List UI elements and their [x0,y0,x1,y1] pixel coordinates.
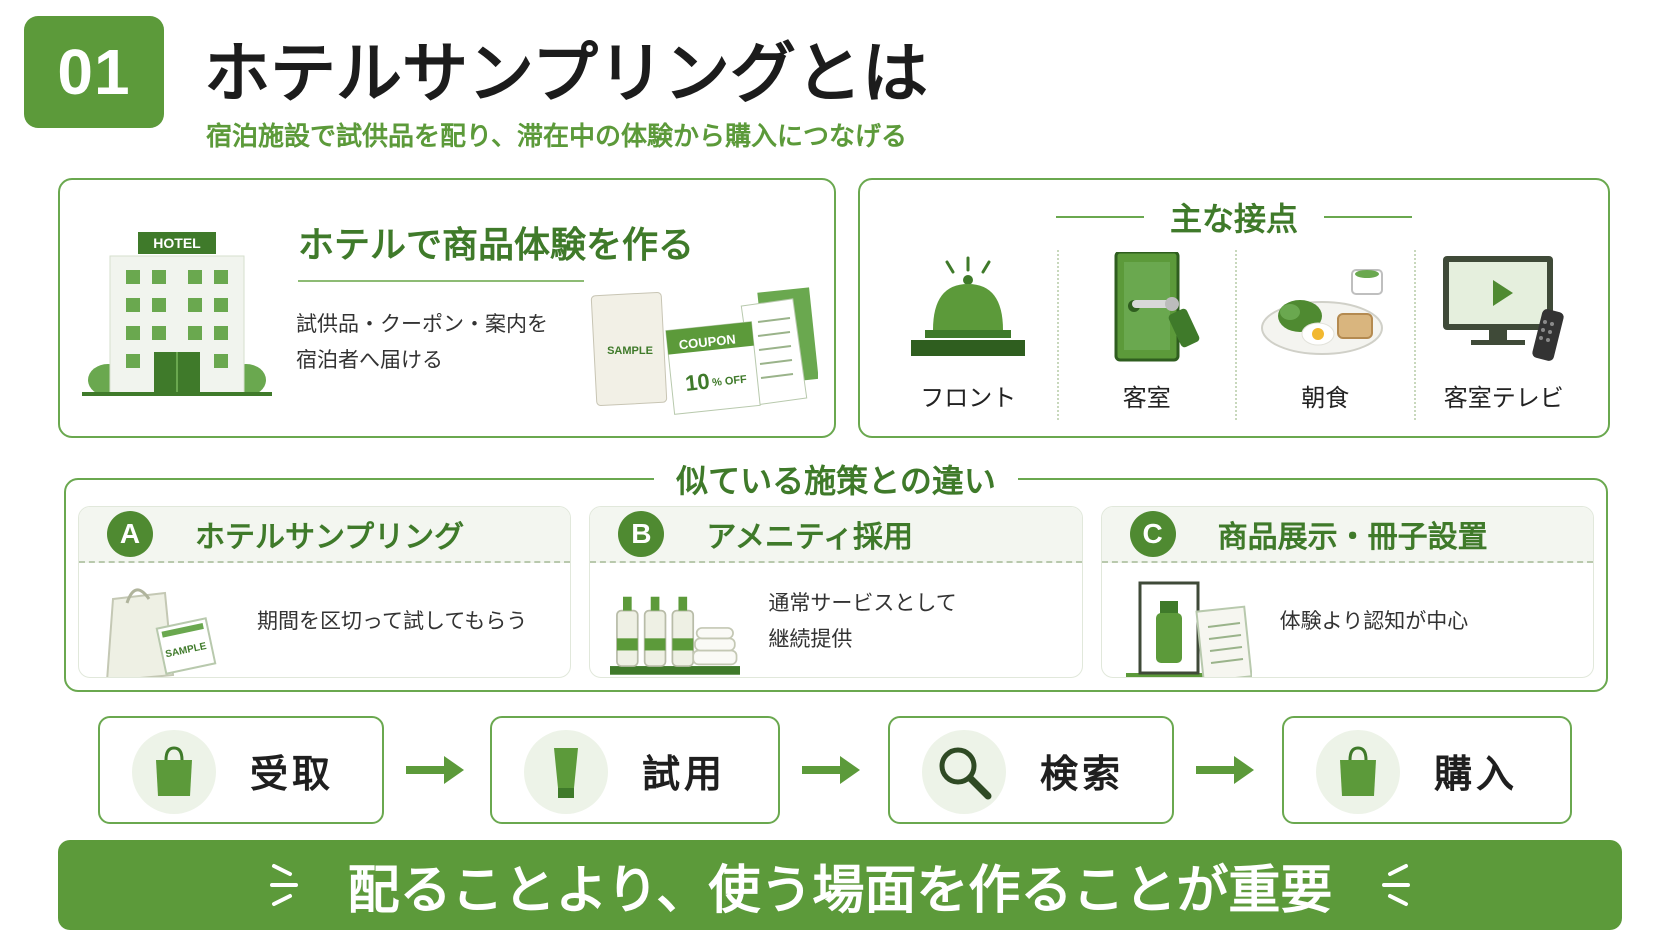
comparison-panel: A ホテルサンプリング SAMPLE 期間を区切って試してもらう B アメニティ… [64,478,1608,692]
card-body: 通常サービスとして 継続提供 [590,565,1081,677]
flow-step-label: 検索 [1040,751,1125,796]
step-icon-circle [922,730,1006,814]
flow-step-try: 試用 [490,716,780,824]
comparison-card-b: B アメニティ採用 通常サービスとして 継続提供 [589,506,1083,678]
card-header: B アメニティ採用 [590,507,1082,563]
touchpoint-room: 客室 [1056,250,1236,420]
touchpoints-title: 主な接点 [1169,200,1298,238]
sample-bag-icon: SAMPLE [106,588,217,677]
comparison-title: 似ている施策との違い [654,456,1018,502]
coupon-unit: % OFF [712,374,748,390]
card-body: SAMPLE 期間を区切って試してもらう [79,565,570,677]
card-description: 通常サービスとして 継続提供 [768,591,957,651]
left-panel-title: ホテルで商品体験を作る [298,225,695,266]
arrow-right-icon [1196,756,1254,784]
card-header: A ホテルサンプリング [79,507,571,563]
touchpoint-label: 客室 [1122,384,1171,412]
tube-icon [554,748,578,798]
left-panel-divider [298,280,584,282]
sample-label: SAMPLE [607,345,653,357]
comparison-header: 似ている施策との違い [0,456,1672,502]
card-title: 商品展示・冊子設置 [1217,520,1488,555]
shopping-bag-icon [156,746,192,796]
section-number: 01 [57,36,131,108]
header-line-left [1055,216,1144,218]
coupon-value: 10 [684,368,711,395]
amenity-bottles-icon [610,596,741,675]
page-title: ホテルサンプリングとは [204,35,929,112]
flow-step-receive: 受取 [98,716,384,824]
sparkle-right-icon [1382,864,1411,906]
hotel-experience-panel: HOTEL ホテルで商品体験を作る 試供品・クーポン・案内を 宿泊者へ届ける S… [58,178,836,438]
search-icon [939,747,992,800]
header-line-right [1324,216,1412,218]
touchpoint-label: 朝食 [1301,384,1350,412]
card-letter-badge: C [1129,511,1176,557]
card-title: アメニティ採用 [706,520,914,555]
key-message-text: 配ることより、使う場面を作ることが重要 [347,860,1333,921]
card-header: C 商品展示・冊子設置 [1101,507,1593,563]
touchpoint-label: 客室テレビ [1443,384,1564,412]
page-subtitle: 宿泊施設で試供品を配り、滞在中の体験から購入につなげる [206,122,907,152]
step-icon-circle [524,730,608,814]
touchpoint-label: フロント [920,384,1017,412]
touchpoint-front: フロント [880,250,1057,420]
coupon-label: COUPON [678,332,736,353]
door-key-icon [1114,252,1200,362]
touchpoint-breakfast: 朝食 [1235,250,1414,420]
card-letter-badge: A [107,511,153,557]
sparkle-left-icon [269,864,298,906]
card-title: ホテルサンプリング [195,520,465,555]
flow-step-search: 検索 [888,716,1174,824]
comparison-card-a: A ホテルサンプリング SAMPLE 期間を区切って試してもらう [78,506,572,678]
bell-icon [911,256,1026,356]
breakfast-icon [1261,269,1384,355]
touchpoint-tv: 客室テレビ [1413,250,1593,420]
card-letter-badge: B [618,511,665,557]
step-icon-circle [132,730,216,814]
flow-step-label: 試用 [642,751,727,796]
arrow-right-icon [802,756,860,784]
card-body: 体験より認知が中心 [1102,565,1593,677]
touchpoints-panel: 主な接点 フロント 客室 [858,178,1610,438]
shopping-bag-icon [1340,746,1376,796]
comparison-cards: A ホテルサンプリング SAMPLE 期間を区切って試してもらう B アメニティ… [78,506,1594,678]
flow-step-label: 購入 [1434,751,1519,796]
hotel-sign-text: HOTEL [153,235,201,251]
arrow-right-icon [406,756,464,784]
sample-coupon-leaflet-icon: SAMPLE COUPON 10 % OFF [590,287,818,415]
section-number-badge: 01 [24,16,164,128]
key-message-banner: 配ることより、使う場面を作ることが重要 [58,840,1622,930]
card-description: 体験より認知が中心 [1279,609,1469,633]
step-icon-circle [1316,730,1400,814]
purchase-flow: 受取 試用 検索 購入 [98,716,1572,824]
flow-step-label: 受取 [250,751,335,796]
touchpoints-header: 主な接点 [860,194,1608,240]
flow-step-purchase: 購入 [1282,716,1572,824]
display-booklet-icon [1125,581,1252,677]
comparison-card-c: C 商品展示・冊子設置 体験より認知が中心 [1100,506,1594,678]
tv-icon [1442,256,1564,361]
card-description: 期間を区切って試してもらう [257,609,528,633]
touchpoints-list: フロント 客室 朝食 [880,250,1592,420]
hotel-building-icon: HOTEL [82,232,272,396]
left-panel-text: 試供品・クーポン・案内を 宿泊者へ届ける [296,312,548,372]
